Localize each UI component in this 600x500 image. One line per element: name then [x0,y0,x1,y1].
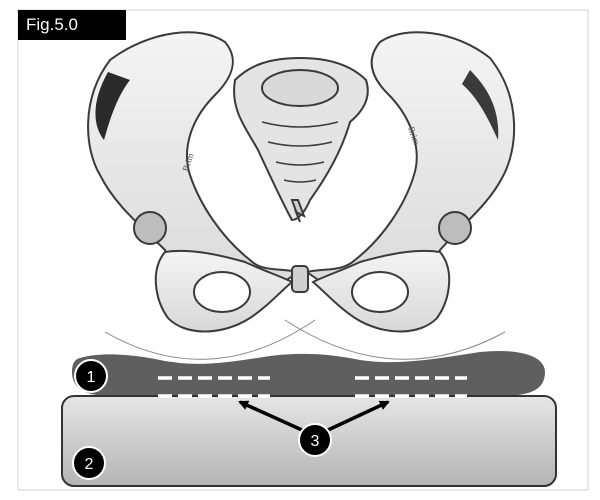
figure-label: Fig.5.0 [18,10,126,40]
marker-2: 2 [73,447,105,479]
left-obturator [194,272,250,312]
seat-cushion [72,351,545,396]
marker-3-label: 3 [311,433,320,450]
marker-3: 3 [299,424,331,456]
marker-1-label: 1 [87,369,96,386]
right-obturator [352,272,408,312]
left-acetabulum [134,212,166,244]
marker-2-label: 2 [85,456,94,473]
pubic-symphysis [292,266,308,292]
right-acetabulum [439,212,471,244]
marker-1: 1 [75,360,107,392]
sacral-disk [262,70,338,106]
